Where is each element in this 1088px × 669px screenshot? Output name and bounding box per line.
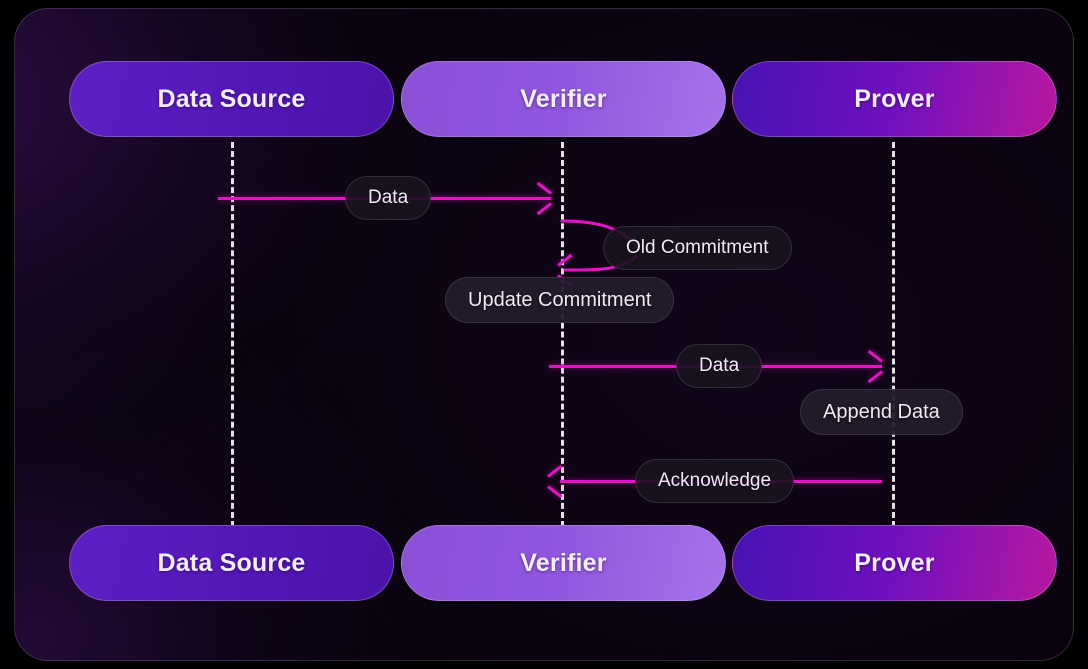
actor-prover-bottom[interactable]: Prover (732, 525, 1057, 601)
arrowhead-left-icon (548, 473, 564, 489)
actor-verifier-top[interactable]: Verifier (401, 61, 726, 137)
arrowhead-left-icon (558, 262, 574, 278)
message-label-text: Data (699, 355, 740, 376)
note-text: Update Commitment (468, 288, 652, 311)
actor-label: Prover (854, 548, 935, 577)
actor-label: Verifier (520, 548, 607, 577)
actor-prover-top[interactable]: Prover (732, 61, 1057, 137)
lifeline-verifier (561, 142, 564, 536)
arrowhead-right-icon (534, 190, 550, 206)
actor-label: Verifier (520, 84, 607, 113)
message-label-data-2: Data (676, 344, 763, 388)
actor-label: Data Source (157, 548, 306, 577)
note-text: Append Data (823, 400, 940, 423)
lifeline-data-source (231, 142, 234, 536)
arrowhead-right-icon (865, 358, 881, 374)
note-append-data: Append Data (800, 389, 963, 435)
actor-verifier-bottom[interactable]: Verifier (401, 525, 726, 601)
message-label-acknowledge: Acknowledge (635, 459, 795, 503)
actor-data-source-top[interactable]: Data Source (69, 61, 394, 137)
message-label-text: Acknowledge (658, 470, 772, 491)
message-label-data-1: Data (345, 176, 432, 220)
actor-data-source-bottom[interactable]: Data Source (69, 525, 394, 601)
actor-label: Data Source (157, 84, 306, 113)
message-label-text: Old Commitment (626, 237, 769, 258)
diagram-canvas: Data Source Verifier Prover Data Old Com… (14, 8, 1074, 661)
message-label-text: Data (368, 187, 409, 208)
message-label-old-commitment: Old Commitment (603, 226, 792, 270)
actor-label: Prover (854, 84, 935, 113)
note-update-commitment: Update Commitment (445, 277, 675, 323)
lifeline-prover (892, 142, 895, 536)
